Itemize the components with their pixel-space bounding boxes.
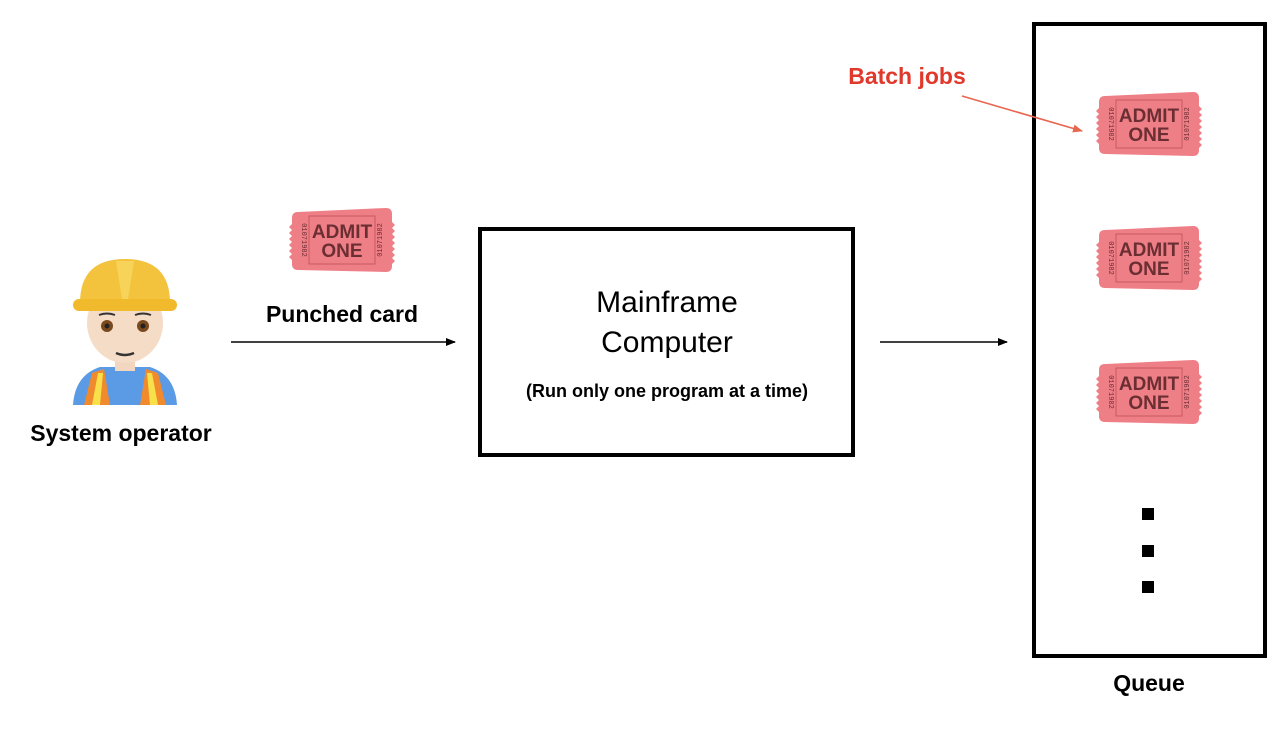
ticket-line1: ADMIT bbox=[1119, 106, 1180, 127]
ticket-line2: ONE bbox=[1128, 125, 1169, 146]
mainframe-title-line2: Computer bbox=[601, 326, 733, 359]
mainframe-subtitle: (Run only one program at a time) bbox=[526, 381, 808, 401]
punched-card-ticket-icon: ADMIT ONE 01071982 01071982 bbox=[288, 207, 396, 273]
ticket-line1: ADMIT bbox=[1119, 240, 1180, 261]
ticket-serial: 01071982 bbox=[299, 223, 307, 257]
mainframe-title-line1: Mainframe bbox=[596, 286, 738, 319]
ticket-serial: 01071982 bbox=[1184, 241, 1192, 275]
ticket-serial: 01071982 bbox=[377, 223, 385, 257]
construction-worker-icon bbox=[73, 259, 177, 405]
batch-job-ticket-icon: ADMIT ONE 01071982 01071982 bbox=[1095, 225, 1203, 291]
ticket-serial: 01071982 bbox=[1106, 107, 1114, 141]
batch-job-ticket-icon: ADMIT ONE 01071982 01071982 bbox=[1095, 91, 1203, 157]
ticket-line1: ADMIT bbox=[1119, 374, 1180, 395]
ticket-serial: 01071982 bbox=[1184, 375, 1192, 409]
ticket-serial: 01071982 bbox=[1106, 241, 1114, 275]
operator-label: System operator bbox=[30, 420, 212, 446]
batch-job-ticket-icon: ADMIT ONE 01071982 01071982 bbox=[1095, 359, 1203, 425]
ticket-line2: ONE bbox=[321, 241, 362, 262]
ticket-serial: 01071982 bbox=[1106, 375, 1114, 409]
vertical-ellipsis-icon bbox=[1142, 508, 1154, 593]
ticket-line1: ADMIT bbox=[312, 222, 373, 243]
ticket-serial: 01071982 bbox=[1184, 107, 1192, 141]
ticket-line2: ONE bbox=[1128, 259, 1169, 280]
queue-box bbox=[1032, 22, 1267, 658]
batch-jobs-pointer-arrow bbox=[961, 95, 1083, 133]
queue-label: Queue bbox=[1113, 670, 1185, 696]
mainframe-box bbox=[478, 227, 855, 457]
punched-card-label: Punched card bbox=[266, 301, 418, 327]
ticket-line2: ONE bbox=[1128, 393, 1169, 414]
batch-jobs-label: Batch jobs bbox=[848, 63, 966, 89]
